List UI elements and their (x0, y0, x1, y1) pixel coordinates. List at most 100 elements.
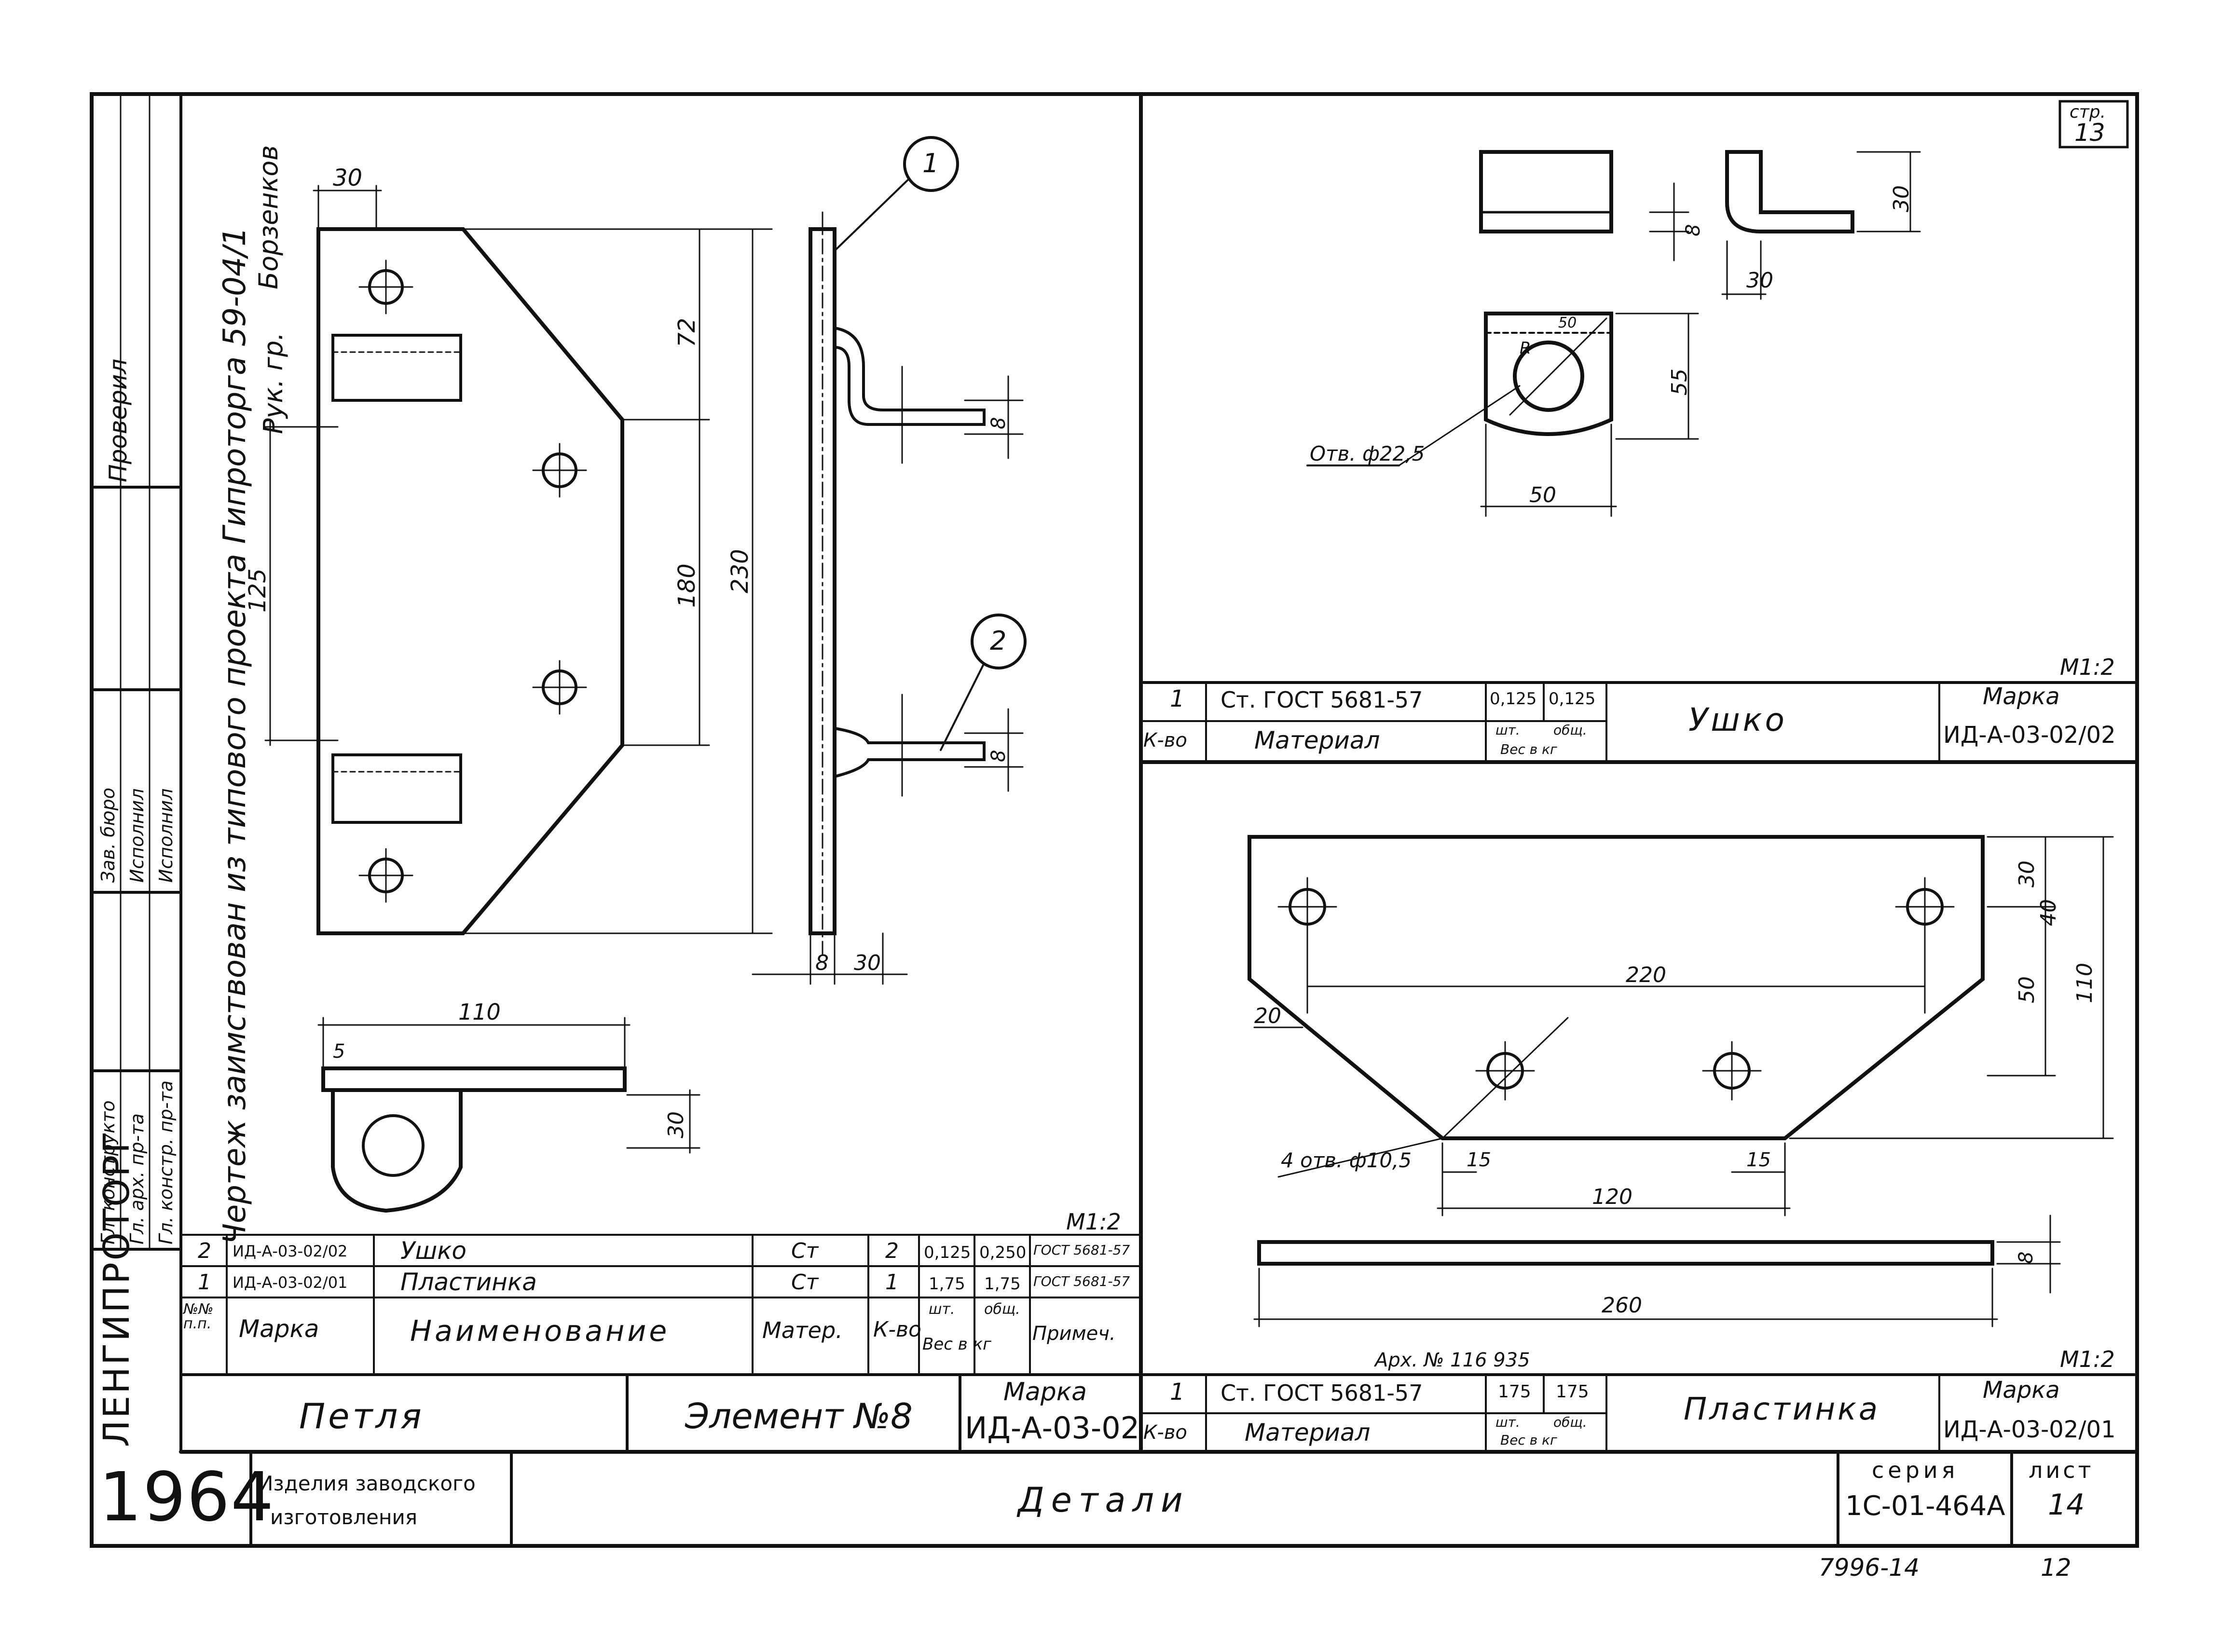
plate-dim-40: 40 (2036, 899, 2061, 926)
ear-dim-plate-h: 55 (1667, 369, 1692, 396)
dim-slot-thick-1: 8 (988, 417, 1010, 429)
ur-material: Ст. ГОСТ 5681-57 (1221, 687, 1423, 713)
dim-top-width: 30 (333, 164, 363, 191)
spec-header-weight: Вес в кг (922, 1335, 991, 1354)
spec-name: Пластинка (400, 1268, 537, 1296)
plate-dim-20: 20 (1254, 1004, 1281, 1028)
ear-dim-thick: 8 (1682, 224, 1704, 236)
lr-w2-label: общ. (1553, 1414, 1587, 1430)
plate-side-view (1257, 1240, 1994, 1266)
dim-flange-thick: 8 (815, 951, 829, 975)
lr-material: Ст. ГОСТ 5681-57 (1221, 1380, 1423, 1406)
footer-series-label: серия (1872, 1457, 1959, 1483)
head-name: Борзенков (253, 145, 284, 289)
ear-dim-rsmall: 50 (1558, 314, 1577, 331)
left-mark-value: ИД-А-03-02 (965, 1410, 1140, 1446)
spec-header-mark: Марка (239, 1315, 319, 1343)
spec-header-pos: №№ п.п. (183, 1301, 214, 1332)
ur-w1-label: шт. (1495, 722, 1520, 738)
lr-name: Пластинка (1684, 1392, 1880, 1427)
ur-qty-label: К-во (1143, 729, 1187, 751)
archive-number: Арх. № 116 935 (1375, 1349, 1530, 1371)
lr-w1: 175 (1498, 1382, 1531, 1402)
spec-header-name: Наименование (410, 1314, 670, 1348)
ear-hole-note: Отв. ф22,5 (1310, 442, 1425, 465)
plate-dim-15b: 15 (1746, 1149, 1771, 1171)
org-vertical: ЛЕНГИПРОТОРГ (96, 1129, 137, 1447)
plate-hole-note: 4 отв. ф10,5 (1281, 1148, 1412, 1172)
ur-mark-label: Марка (1983, 683, 2060, 710)
ur-mark-value: ИД-А-03-02/02 (1943, 722, 2116, 749)
role-label: Исполнил (126, 788, 148, 883)
spec-mat: Ст (791, 1270, 819, 1295)
spec-header-w2: общ. (984, 1301, 1020, 1318)
footer-sheet-label: лист (2029, 1457, 2094, 1483)
spec-mat: Ст (791, 1239, 819, 1263)
page-box (2058, 100, 2129, 149)
ear-dim-radius: R (1520, 339, 1531, 358)
spec-header-qty: К-во (873, 1317, 921, 1342)
ear-plate-view (1484, 312, 1613, 436)
plate-dim-50: 50 (2015, 976, 2039, 1003)
footer-product-line2: изготовления (270, 1505, 418, 1529)
loop-top-view (321, 1066, 627, 1092)
lr-qty: 1 (1170, 1379, 1185, 1406)
spec-mark: ИД-А-03-02/02 (233, 1242, 348, 1260)
spec-qty: 1 (885, 1270, 899, 1295)
dim-flange-depth: 30 (854, 951, 881, 975)
dim-upper-segment: 72 (673, 317, 700, 347)
page-label: стр. (2070, 102, 2106, 122)
spec-mark: ИД-А-03-02/01 (233, 1273, 348, 1292)
dim-total-height: 230 (727, 549, 754, 593)
lr-mark-label: Марка (1983, 1377, 2060, 1404)
plate-dim-260: 260 (1602, 1293, 1642, 1318)
ur-weight-label: Вес в кг (1500, 741, 1557, 757)
title-loop: Петля (299, 1396, 425, 1436)
footer-product-line1: Изделия заводского (258, 1472, 476, 1495)
ur-name: Ушко (1688, 701, 1787, 738)
spec-w1: 1,75 (929, 1274, 965, 1294)
ur-w1: 0,125 (1490, 689, 1537, 709)
dim-mid-height: 180 (673, 563, 700, 608)
ur-material-label: Материал (1254, 726, 1380, 754)
lr-mark-value: ИД-А-03-02/01 (1943, 1416, 2116, 1443)
bottom-code: 7996-14 (1819, 1554, 1920, 1582)
spec-header-mat: Матер. (762, 1317, 843, 1343)
spec-pos: 2 (198, 1239, 211, 1263)
footer-sheet-value: 14 (2048, 1488, 2085, 1522)
plate-dim-220: 220 (1626, 963, 1666, 987)
ear-dim-height: 30 (1889, 185, 1914, 212)
lr-w2: 175 (1556, 1382, 1589, 1402)
role-label: Гл. констр. пр-та (155, 1080, 177, 1244)
ear-front-view (1479, 150, 1613, 233)
spec-pos: 1 (198, 1270, 211, 1295)
spec-w2: 0,250 (979, 1243, 1027, 1262)
title-element: Элемент №8 (685, 1396, 913, 1436)
spec-header-w1: шт. (929, 1301, 955, 1318)
spec-name: Ушко (400, 1237, 467, 1265)
spec-header-note: Примеч. (1032, 1323, 1116, 1345)
page-number: 13 (2074, 119, 2105, 147)
borrowed-note: Чертеж заимствован из типового проекта Г… (217, 227, 253, 1244)
left-mark-label: Марка (1003, 1378, 1087, 1406)
bottom-page: 12 (2041, 1554, 2071, 1582)
dim-height-left: 125 (244, 568, 271, 613)
spec-w1: 0,125 (924, 1243, 971, 1262)
plate-dim-120: 120 (1592, 1185, 1632, 1209)
ear-side-view (1725, 150, 1854, 233)
dim-bottom-offset: 5 (333, 1040, 345, 1063)
lr-qty-label: К-во (1143, 1421, 1187, 1444)
lr-weight-label: Вес в кг (1500, 1432, 1557, 1448)
ear-dim-width: 30 (1746, 268, 1773, 293)
ur-w2: 0,125 (1549, 689, 1596, 709)
dim-slot-thick-2: 8 (988, 750, 1010, 762)
role-label: Исполнил (155, 788, 177, 883)
plate-dim-15a: 15 (1467, 1149, 1491, 1171)
callout-2-circle (971, 614, 1027, 669)
spec-qty: 2 (885, 1239, 899, 1263)
ur-w2-label: общ. (1553, 722, 1587, 738)
role-label: Зав. бюро (97, 788, 119, 883)
plate-dim-110: 110 (2072, 963, 2097, 1003)
